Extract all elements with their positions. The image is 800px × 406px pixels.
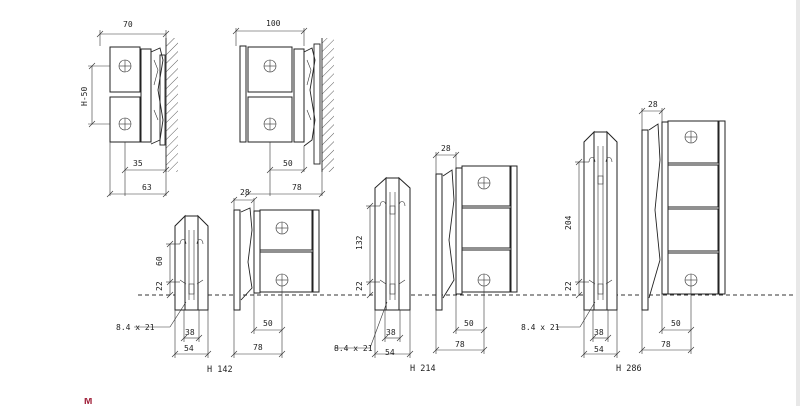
right-scrollbar-edge (796, 0, 800, 406)
dim-h-minus-50: H-50 (80, 87, 89, 106)
group-h286: 28 204 22 8.4 x 21 38 54 50 78 H 286 (521, 100, 726, 374)
dim-22-h142: 22 (155, 281, 164, 291)
dim-50-h286: 50 (671, 319, 681, 328)
dim-63: 63 (142, 183, 152, 192)
dim-38-h286: 38 (594, 328, 604, 337)
dim-54-h142: 54 (184, 344, 194, 353)
dim-28-h214: 28 (441, 144, 451, 153)
dim-78-h142: 78 (253, 343, 263, 352)
dim-100: 100 (266, 19, 281, 28)
dim-38-h214: 38 (386, 328, 396, 337)
dim-50-top: 50 (283, 159, 293, 168)
dim-54-h286: 54 (594, 345, 604, 354)
dim-50-h214: 50 (464, 319, 474, 328)
caption-h286: H 286 (616, 364, 642, 374)
corner-mark: M (84, 398, 93, 406)
group-h142: 28 60 22 8.4 x 21 38 54 50 78 H 142 (116, 188, 320, 375)
group-h214: 28 132 22 8.4 x 21 38 54 50 78 H 214 (334, 144, 518, 374)
top-left-view: 70 H-50 35 63 (80, 20, 178, 198)
dim-60: 60 (155, 256, 164, 266)
dim-78-h286: 78 (661, 340, 671, 349)
dim-35: 35 (133, 159, 143, 168)
dim-78-top: 78 (292, 183, 302, 192)
dim-38-h142: 38 (185, 328, 195, 337)
dim-22-h214: 22 (355, 281, 364, 291)
dim-54-h214: 54 (385, 348, 395, 357)
caption-h142: H 142 (207, 365, 233, 375)
dim-28-h286: 28 (648, 100, 658, 109)
dim-132: 132 (355, 235, 364, 250)
hole-size-h286: 8.4 x 21 (521, 323, 560, 332)
caption-h214: H 214 (410, 364, 436, 374)
dim-78-h214: 78 (455, 340, 465, 349)
hole-size-h214: 8.4 x 21 (334, 344, 373, 353)
top-middle-view: 100 50 78 (232, 19, 334, 198)
dim-28-h142: 28 (240, 188, 250, 197)
dim-70: 70 (123, 20, 133, 29)
dim-22-h286: 22 (564, 281, 573, 291)
dim-50-h142: 50 (263, 319, 273, 328)
hole-size-h142: 8.4 x 21 (116, 323, 155, 332)
dim-204: 204 (564, 215, 573, 230)
